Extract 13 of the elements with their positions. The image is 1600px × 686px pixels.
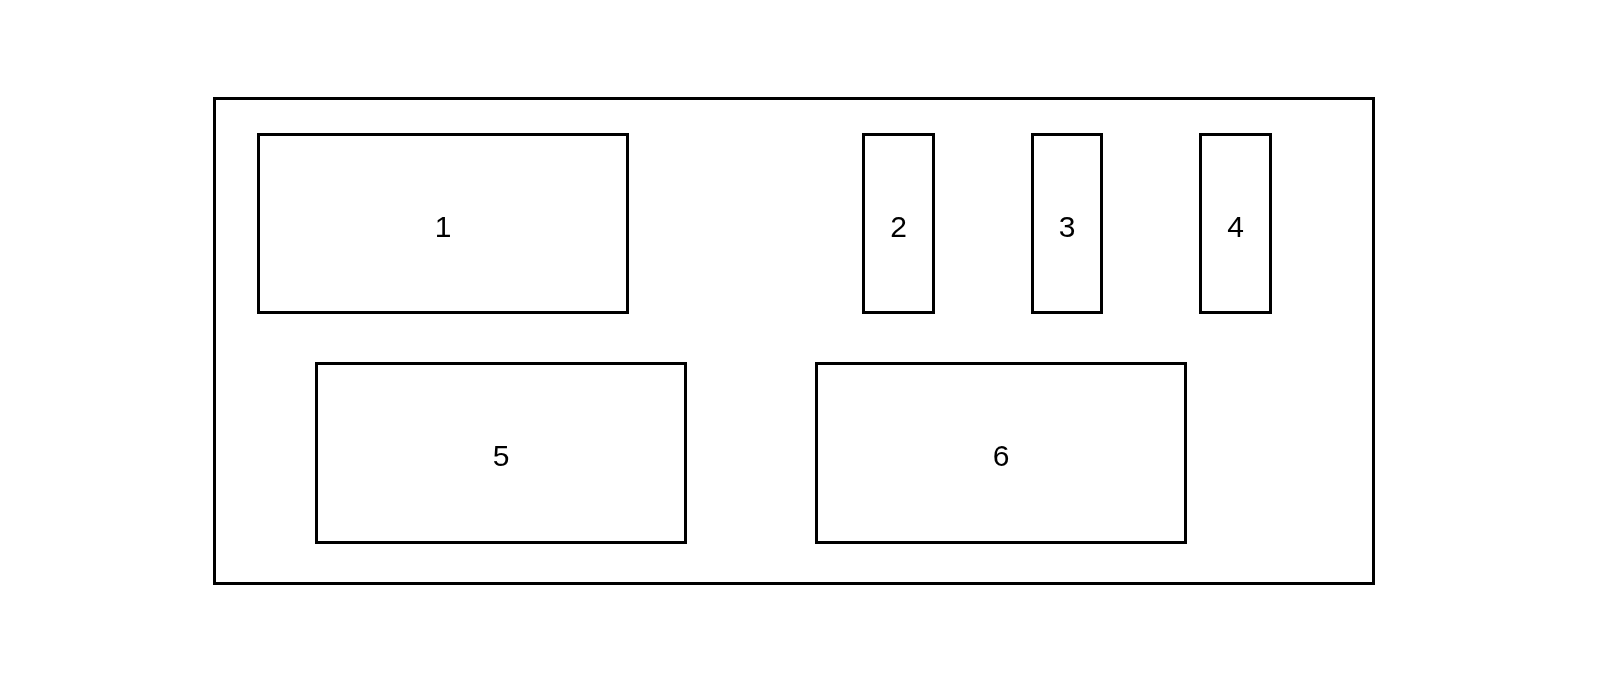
component-number: 5 [492, 441, 510, 471]
component-outline [257, 133, 629, 314]
component-number: 2 [890, 211, 907, 242]
component-number: 4 [1227, 211, 1244, 242]
component-outline [315, 362, 687, 544]
component-number: 1 [434, 211, 452, 242]
component-number: 6 [992, 441, 1010, 471]
component-outline [862, 133, 935, 314]
component-outline [815, 362, 1187, 544]
component-outline [1031, 133, 1103, 314]
component-number: 3 [1058, 211, 1076, 242]
panel-outline [213, 97, 1375, 585]
component-outline [1199, 133, 1272, 314]
